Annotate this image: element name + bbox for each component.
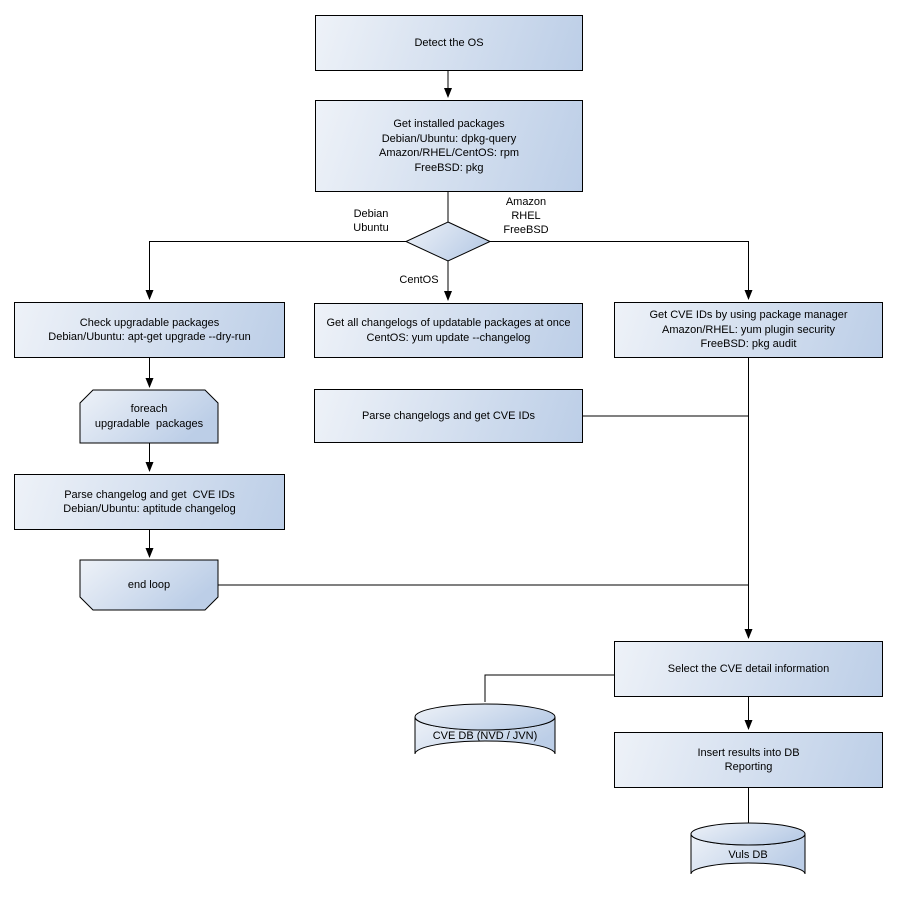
node-select-cve-detail: Select the CVE detail information — [614, 641, 883, 697]
os-decision-diamond — [404, 221, 492, 262]
node-get-all-changelogs: Get all changelogs of updatable packages… — [314, 303, 583, 358]
vuls-db-cylinder-top — [690, 822, 806, 846]
branch-label-amazon-rhel-freebsd: Amazon RHEL FreeBSD — [503, 196, 549, 236]
branch-label-debian-ubuntu: Debian Ubuntu — [353, 208, 389, 234]
cve-db-label: CVE DB (NVD / JVN) — [432, 729, 538, 742]
node-parse-changelog-left: Parse changelog and get CVE IDs Debian/U… — [14, 474, 285, 530]
edge-decision-debian-branch — [145, 241, 406, 300]
node-detect-os: Detect the OS — [315, 15, 583, 71]
node-insert-results: Insert results into DB Reporting — [614, 732, 883, 788]
node-get-cve-ids-pkg-mgr: Get CVE IDs by using package manager Ama… — [614, 302, 883, 358]
end-loop-label: end loop — [127, 578, 171, 591]
node-check-upgradable-packages: Check upgradable packages Debian/Ubuntu:… — [14, 302, 285, 358]
cve-db-cylinder-top — [414, 703, 556, 731]
node-parse-changelogs-mid: Parse changelogs and get CVE IDs — [314, 389, 583, 443]
edge-decision-amazon-branch — [490, 241, 753, 300]
edge-select-to-cvedb — [484, 674, 614, 702]
end-loop-shape — [79, 559, 219, 611]
vuls-db-label: Vuls DB — [728, 848, 768, 861]
branch-label-centos: CentOS — [399, 274, 439, 286]
node-get-installed-packages: Get installed packages Debian/Ubuntu: dp… — [315, 100, 583, 192]
foreach-loop-begin-shape — [79, 389, 219, 444]
foreach-loop-label: foreach upgradable packages — [94, 403, 204, 430]
